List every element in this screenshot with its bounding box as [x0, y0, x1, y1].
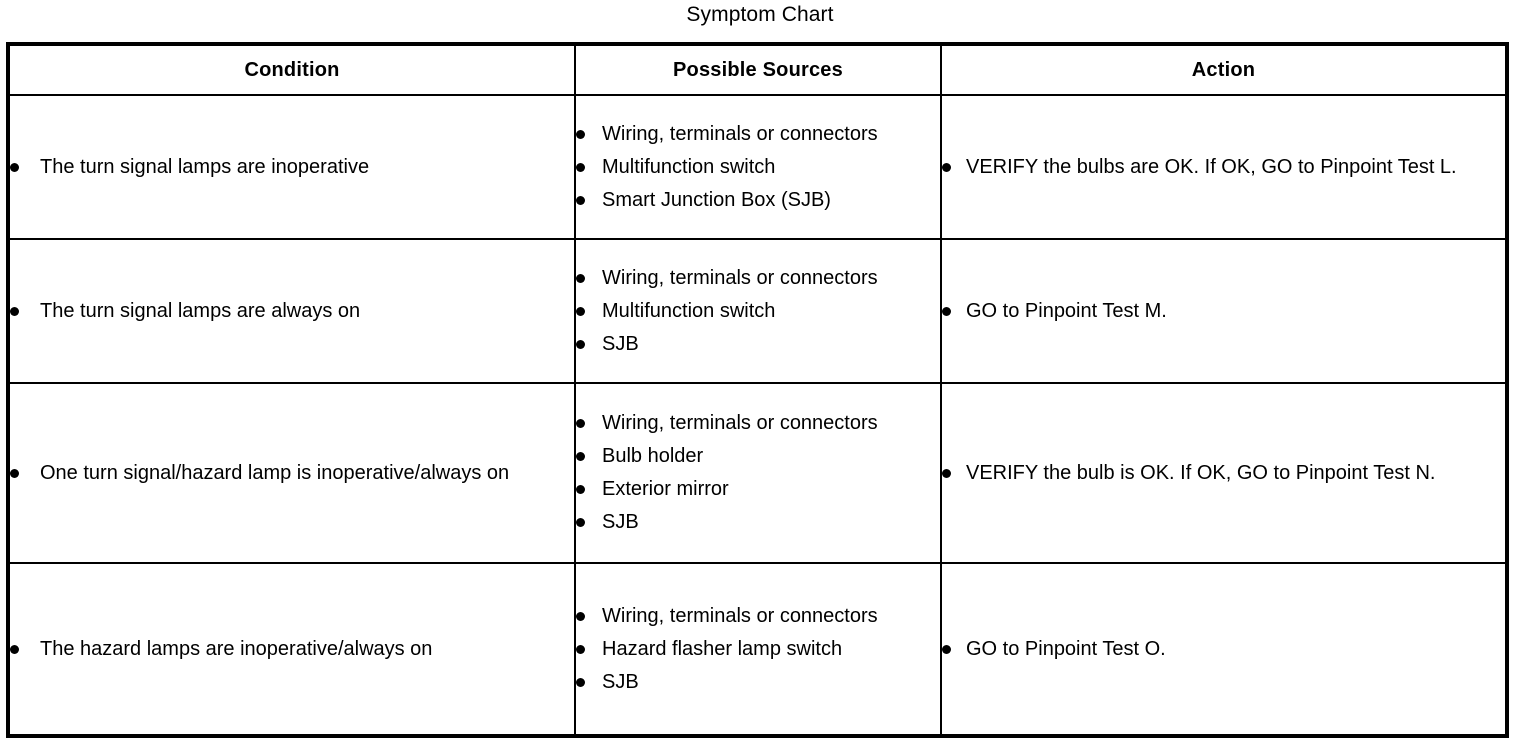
- list-item: Wiring, terminals or connectors: [576, 118, 940, 151]
- bullet-icon: [10, 306, 19, 316]
- bullet-icon: [576, 644, 585, 654]
- list-item-label: Multifunction switch: [602, 299, 776, 322]
- list-item-label: Hazard flasher lamp switch: [602, 637, 843, 660]
- bullet-icon: [576, 273, 585, 283]
- cell-condition: One turn signal/hazard lamp is inoperati…: [7, 382, 576, 564]
- table-header-row: Condition Possible Sources Action: [7, 43, 1508, 96]
- list-item: SJB: [576, 666, 940, 699]
- sources-bullet-list: Wiring, terminals or connectors Multifun…: [576, 262, 940, 361]
- list-item: GO to Pinpoint Test O.: [942, 633, 1505, 666]
- bullet-icon: [942, 468, 951, 478]
- table-row: The hazard lamps are inoperative/always …: [7, 562, 1508, 737]
- list-item: Exterior mirror: [576, 473, 940, 506]
- list-item-label: Exterior mirror: [602, 478, 729, 500]
- cell-condition: The turn signal lamps are inoperative: [7, 94, 576, 240]
- cell-action: VERIFY the bulbs are OK. If OK, GO to Pi…: [940, 94, 1508, 240]
- cell-possible-sources: Wiring, terminals or connectors Multifun…: [574, 94, 942, 240]
- list-item: SJB: [576, 506, 940, 539]
- bullet-icon: [576, 195, 585, 205]
- list-item: Wiring, terminals or connectors: [576, 262, 940, 295]
- cell-condition: The hazard lamps are inoperative/always …: [7, 562, 576, 737]
- list-item-label: SJB: [602, 511, 639, 533]
- bullet-icon: [942, 162, 951, 172]
- list-item: The turn signal lamps are always on: [10, 295, 574, 328]
- list-item: VERIFY the bulbs are OK. If OK, GO to Pi…: [942, 151, 1505, 184]
- symptom-chart-table: Condition Possible Sources Action The tu…: [6, 42, 1509, 738]
- list-item-label: The turn signal lamps are inoperative: [40, 155, 370, 178]
- cell-action: GO to Pinpoint Test M.: [940, 238, 1508, 384]
- table-header: Condition Possible Sources Action: [7, 43, 1508, 96]
- list-item-label: VERIFY the bulbs are OK. If OK, GO to Pi…: [966, 155, 1457, 178]
- list-item: Smart Junction Box (SJB): [576, 184, 940, 217]
- list-item-label: Bulb holder: [602, 445, 704, 467]
- bullet-icon: [576, 518, 585, 527]
- list-item: Multifunction switch: [576, 151, 940, 184]
- bullet-icon: [576, 339, 585, 349]
- cell-possible-sources: Wiring, terminals or connectors Hazard f…: [574, 562, 942, 737]
- bullet-icon: [576, 611, 585, 621]
- list-item-label: SJB: [602, 332, 639, 355]
- page-title: Symptom Chart: [686, 3, 834, 26]
- condition-bullet-list: The turn signal lamps are always on: [10, 295, 574, 328]
- action-bullet-list: GO to Pinpoint Test O.: [942, 633, 1505, 666]
- list-item: One turn signal/hazard lamp is inoperati…: [10, 457, 574, 490]
- list-item: Multifunction switch: [576, 295, 940, 328]
- list-item-label: Wiring, terminals or connectors: [602, 266, 878, 289]
- table-row: One turn signal/hazard lamp is inoperati…: [7, 382, 1508, 564]
- bullet-icon: [576, 485, 585, 494]
- bullet-icon: [576, 452, 585, 461]
- sources-bullet-list: Wiring, terminals or connectors Multifun…: [576, 118, 940, 217]
- action-bullet-list: GO to Pinpoint Test M.: [942, 295, 1505, 328]
- bullet-icon: [576, 129, 585, 139]
- list-item: Hazard flasher lamp switch: [576, 633, 940, 666]
- list-item-label: VERIFY the bulb is OK. If OK, GO to Pinp…: [966, 461, 1436, 484]
- list-item-label: One turn signal/hazard lamp is inoperati…: [40, 461, 510, 484]
- column-header-condition: Condition: [7, 43, 576, 96]
- sources-bullet-list: Wiring, terminals or connectors Bulb hol…: [576, 407, 940, 539]
- cell-action: VERIFY the bulb is OK. If OK, GO to Pinp…: [940, 382, 1508, 564]
- action-bullet-list: VERIFY the bulbs are OK. If OK, GO to Pi…: [942, 151, 1505, 184]
- cell-possible-sources: Wiring, terminals or connectors Bulb hol…: [574, 382, 942, 564]
- column-header-possible-sources: Possible Sources: [574, 43, 942, 96]
- table-body: The turn signal lamps are inoperative Wi…: [7, 94, 1508, 737]
- list-item-label: Wiring, terminals or connectors: [602, 604, 878, 627]
- condition-bullet-list: The hazard lamps are inoperative/always …: [10, 633, 574, 666]
- list-item: The hazard lamps are inoperative/always …: [10, 633, 574, 666]
- bullet-icon: [576, 677, 585, 687]
- list-item: Wiring, terminals or connectors: [576, 407, 940, 440]
- list-item-label: GO to Pinpoint Test M.: [966, 299, 1167, 322]
- sources-bullet-list: Wiring, terminals or connectors Hazard f…: [576, 600, 940, 699]
- cell-condition: The turn signal lamps are always on: [7, 238, 576, 384]
- bullet-icon: [576, 419, 585, 428]
- list-item-label: The turn signal lamps are always on: [40, 299, 361, 322]
- bullet-icon: [942, 644, 951, 654]
- list-item-label: Multifunction switch: [602, 155, 776, 178]
- list-item-label: SJB: [602, 670, 639, 693]
- list-item-label: Wiring, terminals or connectors: [602, 122, 878, 145]
- condition-bullet-list: One turn signal/hazard lamp is inoperati…: [10, 457, 574, 490]
- list-item: The turn signal lamps are inoperative: [10, 151, 574, 184]
- list-item: Wiring, terminals or connectors: [576, 600, 940, 633]
- action-bullet-list: VERIFY the bulb is OK. If OK, GO to Pinp…: [942, 457, 1505, 490]
- bullet-icon: [10, 468, 19, 478]
- list-item: SJB: [576, 328, 940, 361]
- list-item-label: The hazard lamps are inoperative/always …: [40, 637, 433, 660]
- table-row: The turn signal lamps are inoperative Wi…: [7, 94, 1508, 240]
- bullet-icon: [576, 306, 585, 316]
- bullet-icon: [10, 644, 19, 654]
- bullet-icon: [942, 306, 951, 316]
- list-item: Bulb holder: [576, 440, 940, 473]
- cell-action: GO to Pinpoint Test O.: [940, 562, 1508, 737]
- list-item: VERIFY the bulb is OK. If OK, GO to Pinp…: [942, 457, 1505, 490]
- table-row: The turn signal lamps are always on Wiri…: [7, 238, 1508, 384]
- condition-bullet-list: The turn signal lamps are inoperative: [10, 151, 574, 184]
- list-item-label: Smart Junction Box (SJB): [602, 188, 831, 211]
- column-header-action: Action: [940, 43, 1508, 96]
- cell-possible-sources: Wiring, terminals or connectors Multifun…: [574, 238, 942, 384]
- list-item-label: GO to Pinpoint Test O.: [966, 637, 1166, 660]
- bullet-icon: [576, 162, 585, 172]
- list-item: GO to Pinpoint Test M.: [942, 295, 1505, 328]
- bullet-icon: [10, 162, 19, 172]
- list-item-label: Wiring, terminals or connectors: [602, 412, 878, 434]
